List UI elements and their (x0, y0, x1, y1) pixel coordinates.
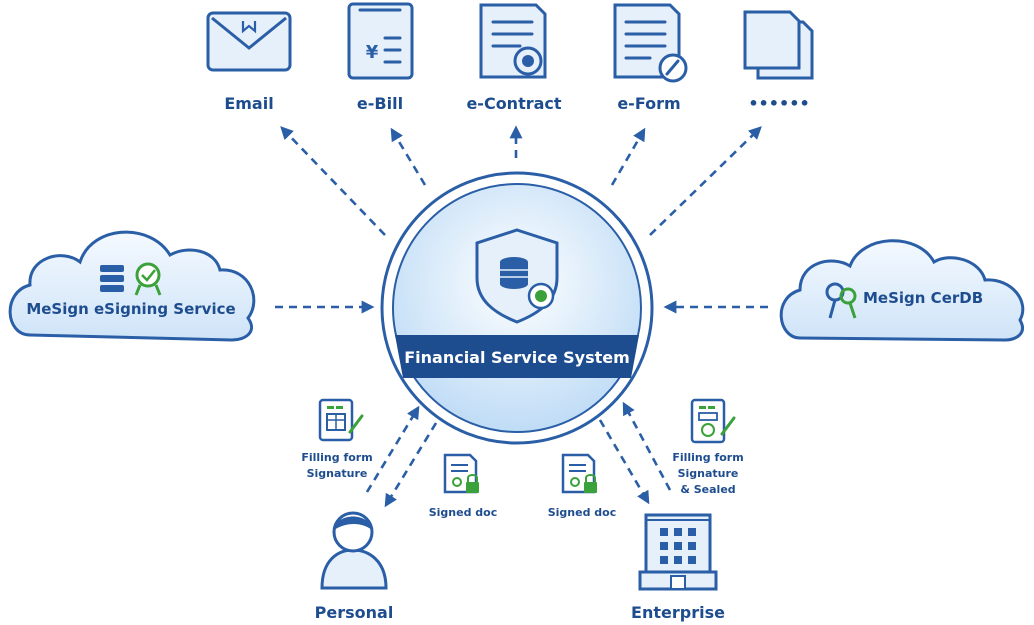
cerdb-label: MeSign CerDB (863, 289, 983, 307)
cerdb-cloud (779, 239, 1025, 342)
personal-flow (365, 405, 438, 508)
center-title: Financial Service System (404, 348, 630, 367)
personal-label: Personal (315, 603, 394, 622)
more-label: •••••• (748, 94, 809, 113)
form-seal-icon-enterprise (690, 398, 736, 444)
esigning-service-label: MeSign eSigning Service (26, 300, 235, 318)
personal-upload-line2: Signature (307, 467, 368, 480)
enterprise-flow (598, 401, 672, 505)
enterprise-upload-line3: & Sealed (680, 483, 735, 496)
personal-signed-doc: Signed doc (429, 506, 498, 519)
signed-doc-icon-personal (443, 453, 479, 494)
eform-icon (613, 3, 688, 83)
keys-icon (825, 282, 857, 319)
svg-text:¥: ¥ (366, 42, 379, 63)
enterprise-upload-line1: Filling form (672, 451, 743, 464)
person-icon (320, 511, 388, 590)
personal-upload-line1: Filling form (301, 451, 372, 464)
enterprise-label: Enterprise (631, 603, 725, 622)
enterprise-signed-doc: Signed doc (548, 506, 617, 519)
building-icon (638, 513, 718, 591)
econtract-icon (479, 3, 547, 79)
ebill-label: e-Bill (357, 94, 403, 113)
esigning-service-cloud (8, 230, 256, 342)
eform-label: e-Form (617, 94, 680, 113)
title-banner (395, 335, 639, 378)
econtract-label: e-Contract (466, 94, 561, 113)
signed-doc-icon-enterprise (561, 453, 597, 494)
shield-database-icon (475, 228, 559, 324)
email-icon (206, 11, 292, 72)
financial-service-node: Financial Service System (380, 171, 654, 445)
verified-badge-icon (134, 262, 162, 296)
server-icon (100, 265, 124, 292)
enterprise-upload-line2: Signature (678, 467, 739, 480)
form-signature-icon-personal (318, 398, 364, 442)
documents-icon (743, 10, 814, 80)
output-arrows (280, 125, 762, 236)
ebill-icon: ¥ (347, 2, 414, 80)
email-label: Email (224, 94, 273, 113)
